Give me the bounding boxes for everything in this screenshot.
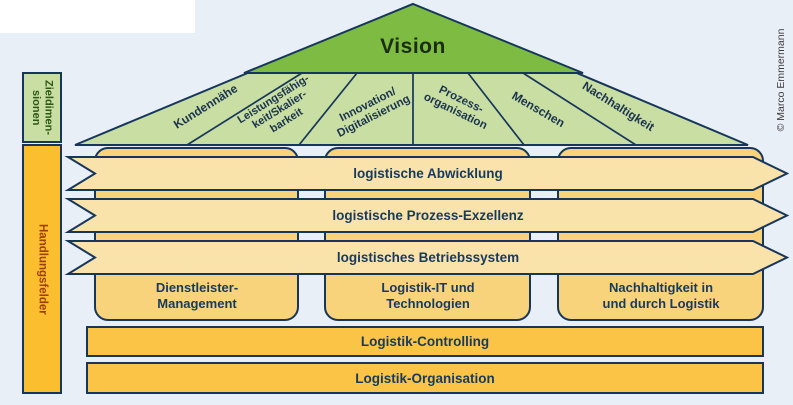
roof-divider-line	[298, 72, 358, 146]
band-arrow-betriebssystem	[64, 240, 790, 275]
band-arrow-abwicklung	[64, 156, 790, 191]
handlungsfelder-label: Handlungsfelder	[36, 223, 49, 315]
roof-divider-line	[186, 72, 303, 146]
copyright-credit: © Marco Emmermann	[775, 28, 787, 132]
page-background-corner	[0, 0, 195, 33]
pillar-label-logistik-it: Logistik-IT und Technologien	[381, 279, 475, 311]
bar-label-controlling: Logistik-Controlling	[360, 334, 490, 350]
bar-label-organisation: Logistik-Organisation	[355, 371, 495, 387]
zieldimensionen-bar	[22, 72, 62, 143]
pillar-label-nachhaltigkeit: Nachhaltigkeit in und durch Logistik	[602, 279, 720, 311]
band-label-prozess-exzellenz: logistische Prozess-Exzellenz	[332, 208, 524, 224]
bar-shape-organisation	[86, 362, 764, 394]
vision-label: Vision	[380, 34, 446, 58]
handlungsfelder-bar	[22, 144, 62, 394]
band-label-betriebssystem: logistisches Betriebssystem	[336, 250, 520, 266]
roof-divider-line	[522, 72, 637, 146]
zieldimensionen-label: Zieldimen- sionen	[30, 79, 55, 135]
band-label-abwicklung: logistische Abwicklung	[353, 166, 503, 182]
pillar-label-dienstleister: Dienstleister- Management	[155, 279, 239, 311]
band-arrow-prozess-exzellenz	[64, 198, 790, 233]
bar-shape-controlling	[86, 326, 764, 357]
roof-divider-line	[467, 72, 525, 146]
